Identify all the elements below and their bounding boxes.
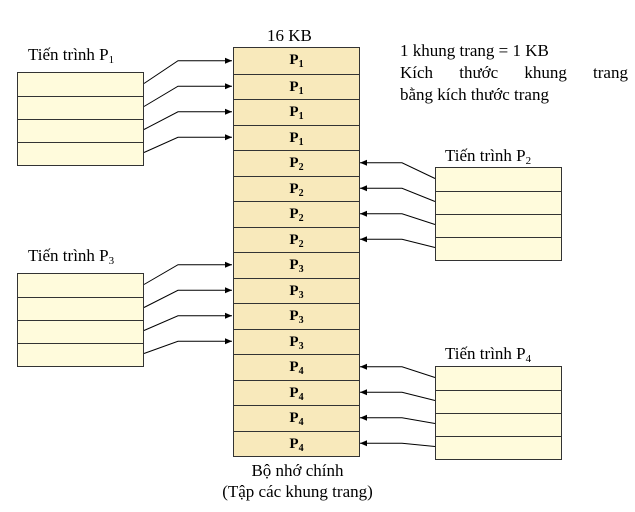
mapping-arrow [143, 287, 232, 308]
mapping-arrow [143, 83, 232, 107]
memory-frame: P2 [234, 226, 359, 252]
memory-frame: P4 [234, 354, 359, 380]
page-row [436, 191, 561, 214]
process-p3-label: Tiến trình P3 [28, 246, 115, 267]
page-row [436, 436, 561, 459]
mapping-arrow [360, 414, 436, 424]
process-p1-label: Tiến trình P1 [28, 45, 115, 66]
process-p4-label: Tiến trình P4 [445, 344, 532, 365]
memory-frame: P3 [234, 303, 359, 329]
process-p2-label: Tiến trình P2 [445, 146, 532, 167]
memory-frame: P2 [234, 201, 359, 227]
page-row [18, 96, 143, 119]
memory-frame: P1 [234, 48, 359, 74]
memory-frame: P1 [234, 124, 359, 150]
note-line-2: Kích thước khung trang [400, 63, 628, 82]
memory-frame: P3 [234, 252, 359, 278]
page-row [18, 297, 143, 320]
mapping-arrow [360, 210, 436, 225]
memory-frame: P1 [234, 99, 359, 125]
page-row [436, 413, 561, 436]
page-row [18, 142, 143, 165]
frame-size-note: 1 khung trang = 1 KB Kích thước khung tr… [400, 40, 628, 106]
memory-frame: P4 [234, 430, 359, 456]
mapping-arrow [360, 363, 436, 378]
memory-frame: P2 [234, 150, 359, 176]
page-row [18, 320, 143, 343]
mapping-arrow [143, 261, 232, 285]
mapping-arrow [143, 57, 232, 84]
process-p2-pages [435, 167, 562, 261]
mapping-arrow [143, 338, 232, 354]
note-line-3: bằng kích thước trang [400, 85, 549, 104]
mapping-arrow [360, 185, 436, 202]
mapping-arrow [360, 389, 436, 401]
page-row [18, 343, 143, 366]
memory-frame: P1 [234, 73, 359, 99]
page-row [436, 237, 561, 260]
memory-frame: P4 [234, 405, 359, 431]
process-p3-pages [17, 273, 144, 367]
memory-caption: Bộ nhớ chính (Tập các khung trang) [222, 461, 373, 501]
process-p4-pages [435, 366, 562, 460]
note-line-1: 1 khung trang = 1 KB [400, 41, 549, 60]
mapping-arrow [360, 236, 436, 248]
memory-frame: P2 [234, 175, 359, 201]
mapping-arrow [360, 440, 436, 447]
mapping-arrow [143, 108, 232, 130]
mapping-arrow [360, 159, 436, 179]
memory-size-label: 16 KB [267, 26, 312, 45]
process-p1-pages [17, 72, 144, 166]
page-row [436, 214, 561, 237]
mapping-arrow [143, 312, 232, 331]
page-row [436, 390, 561, 413]
memory-frame: P3 [234, 328, 359, 354]
page-row [18, 119, 143, 142]
mapping-arrow [143, 134, 232, 153]
memory-frame: P3 [234, 277, 359, 303]
memory-frame: P4 [234, 379, 359, 405]
